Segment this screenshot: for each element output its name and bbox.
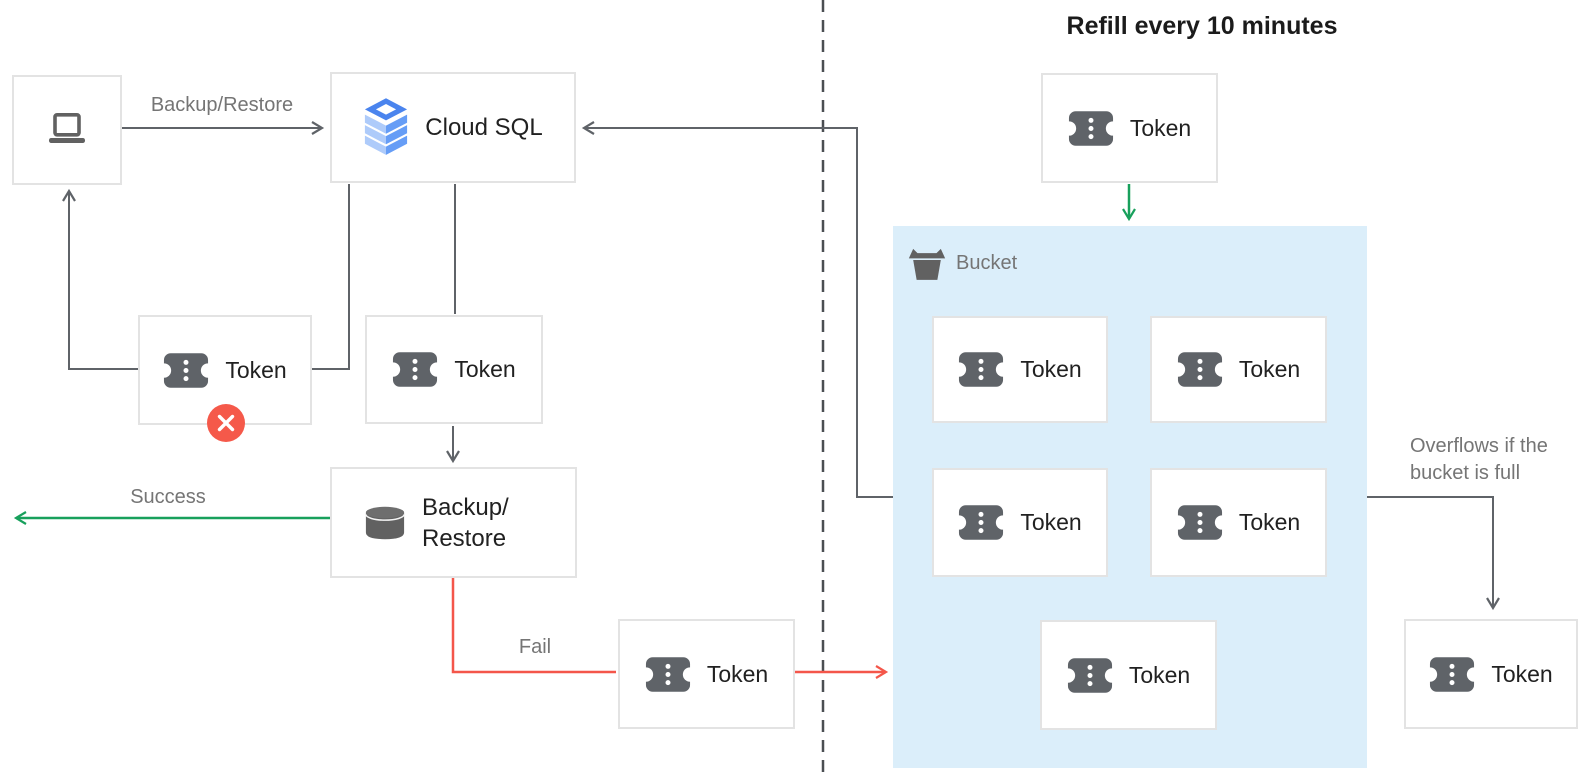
token-icon (1429, 656, 1476, 692)
token-node-bucket-4: Token (1150, 468, 1327, 577)
edge-bucket-to-cloudsql (581, 121, 893, 498)
laptop-icon (49, 113, 85, 143)
overflow-label-line1: Overflows if the (1410, 435, 1548, 457)
token-icon (163, 352, 210, 388)
backup-restore-node: Backup/ Restore (330, 467, 577, 578)
bucket-icon (908, 248, 946, 280)
edge-label-overflow: Overflows if the bucket is full (1410, 433, 1580, 487)
edge-overflow (1367, 496, 1500, 611)
cloud-sql-label: Cloud SQL (425, 113, 543, 141)
token-label: Token (1020, 509, 1082, 535)
backup-label-line2: Restore (422, 524, 507, 552)
token-icon (644, 656, 691, 692)
token-label: Token (225, 356, 287, 383)
database-icon (365, 506, 405, 539)
bucket-label: Bucket (956, 252, 1018, 274)
edge-label-success: Success (130, 486, 206, 508)
edge-label-fail: Fail (518, 636, 552, 658)
edge-token-to-laptop (62, 188, 138, 370)
edge-token-to-cloudsql (312, 184, 350, 370)
token-icon (392, 352, 439, 387)
token-node-bucket-2: Token (1150, 316, 1327, 423)
overflow-label-line2: bucket is full (1410, 462, 1521, 484)
backup-restore-label: Backup/ Restore (422, 492, 509, 554)
cloud-sql-icon (365, 97, 408, 155)
cloud-sql-node: Cloud SQL (330, 72, 576, 183)
edge-label-backup-restore: Backup/Restore (150, 94, 294, 116)
token-label: Token (1128, 661, 1191, 688)
token-icon (1066, 657, 1113, 693)
token-label: Token (1491, 660, 1553, 687)
token-label: Token (1020, 356, 1082, 382)
diagram-title: Refill every 10 minutes (1066, 12, 1338, 40)
token-icon (958, 352, 1005, 387)
token-label: Token (706, 660, 769, 687)
token-node-request: Token (365, 315, 543, 424)
token-node-refill: Token (1041, 73, 1218, 183)
token-node-fail: Token (618, 619, 795, 729)
client-node (12, 75, 122, 185)
token-node-bucket-3: Token (932, 468, 1108, 577)
token-icon (958, 505, 1005, 540)
token-label: Token (1238, 356, 1301, 382)
token-label: Token (1238, 509, 1301, 535)
bucket-label-group: Bucket (908, 245, 1017, 282)
token-icon (1176, 505, 1223, 540)
backup-label-line1: Backup/ (422, 493, 509, 521)
token-node-overflow: Token (1404, 619, 1578, 729)
token-node-bucket-5: Token (1040, 620, 1217, 730)
token-label: Token (1129, 114, 1192, 141)
token-node-bucket-1: Token (932, 316, 1108, 423)
error-icon (207, 404, 245, 442)
token-label: Token (454, 356, 516, 382)
token-icon (1176, 352, 1223, 387)
token-icon (1067, 110, 1114, 146)
